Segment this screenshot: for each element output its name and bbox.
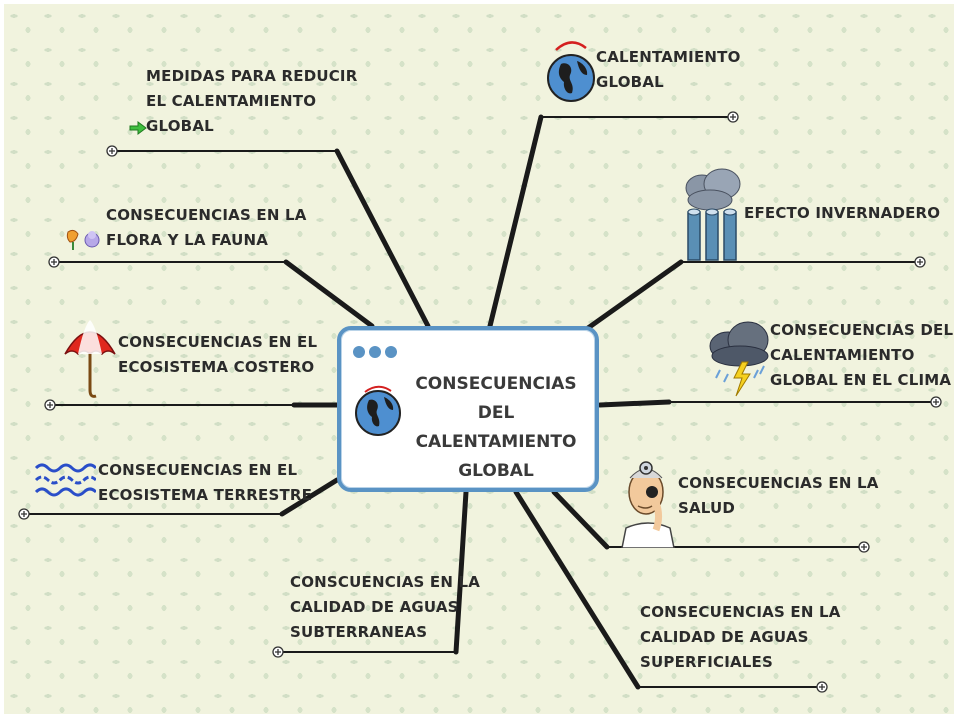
branch-clima — [597, 399, 672, 408]
flower-icon — [66, 229, 100, 250]
branch-label-costero[interactable]: CONSECUENCIAS EN EL ECOSISTEMA COSTERO — [118, 333, 318, 376]
branch-label-clima[interactable]: CONSECUENCIAS DEL CALENTAMIENTO GLOBAL E… — [770, 321, 954, 389]
branch-invernadero — [585, 259, 684, 331]
water-waves-icon — [34, 463, 96, 497]
branch-label-subterraneas[interactable]: CONSCUENCIAS EN LA CALIDAD DE AGUAS SUBT… — [290, 573, 481, 641]
branch-label-invernadero[interactable]: EFECTO INVERNADERO — [744, 204, 941, 222]
expand-handle-flora — [48, 256, 60, 268]
doctor-icon — [621, 461, 675, 548]
mind-map-canvas: CONSECUENCIAS DEL CALENTAMIENTO GLOBAL M… — [4, 4, 954, 714]
expand-handle-superficiales — [816, 681, 828, 693]
expand-handle-salud — [858, 541, 870, 553]
branch-calentamiento — [487, 114, 544, 329]
expand-handle-costero — [44, 399, 56, 411]
branch-label-superficiales[interactable]: CONSECUENCIAS EN LA CALIDAD DE AGUAS SUP… — [640, 603, 841, 671]
central-topic-title: CONSECUENCIAS DEL CALENTAMIENTO GLOBAL — [415, 374, 577, 481]
branch-label-calentamiento[interactable]: CALENTAMIENTO GLOBAL — [596, 48, 741, 91]
globe-icon — [547, 41, 595, 102]
branch-superficiales — [513, 489, 641, 690]
expand-handle-clima — [930, 396, 942, 408]
globe-icon — [355, 385, 401, 436]
branch-label-flora[interactable]: CONSECUENCIAS EN LA FLORA Y LA FAUNA — [106, 206, 307, 249]
branch-medidas — [334, 148, 431, 329]
branch-terrestre — [279, 477, 340, 517]
expand-handle-calentamiento — [727, 111, 739, 123]
expand-handle-terrestre — [18, 508, 30, 520]
expand-handle-invernadero — [914, 256, 926, 268]
branch-flora — [283, 259, 375, 329]
central-topic-box[interactable]: CONSECUENCIAS DEL CALENTAMIENTO GLOBAL — [337, 326, 599, 492]
expand-handle-medidas — [106, 145, 118, 157]
expand-handle-subterraneas — [272, 646, 284, 658]
branch-label-terrestre[interactable]: CONSECUENCIAS EN EL ECOSISTEMA TERRESTRE — [98, 461, 313, 504]
branch-label-medidas[interactable]: MEDIDAS PARA REDUCIR EL CALENTAMIENTO GL… — [146, 67, 358, 135]
umbrella-icon — [64, 320, 116, 398]
factory-smoke-icon — [685, 168, 741, 261]
green-arrow-icon — [129, 121, 147, 135]
connector-lines — [18, 111, 942, 693]
branch-label-salud[interactable]: CONSECUENCIAS EN LA SALUD — [678, 474, 879, 517]
storm-cloud-icon — [709, 321, 769, 397]
branch-subterraneas — [453, 489, 469, 655]
branch-salud — [551, 489, 610, 550]
topic-menu-dots[interactable] — [353, 346, 397, 358]
